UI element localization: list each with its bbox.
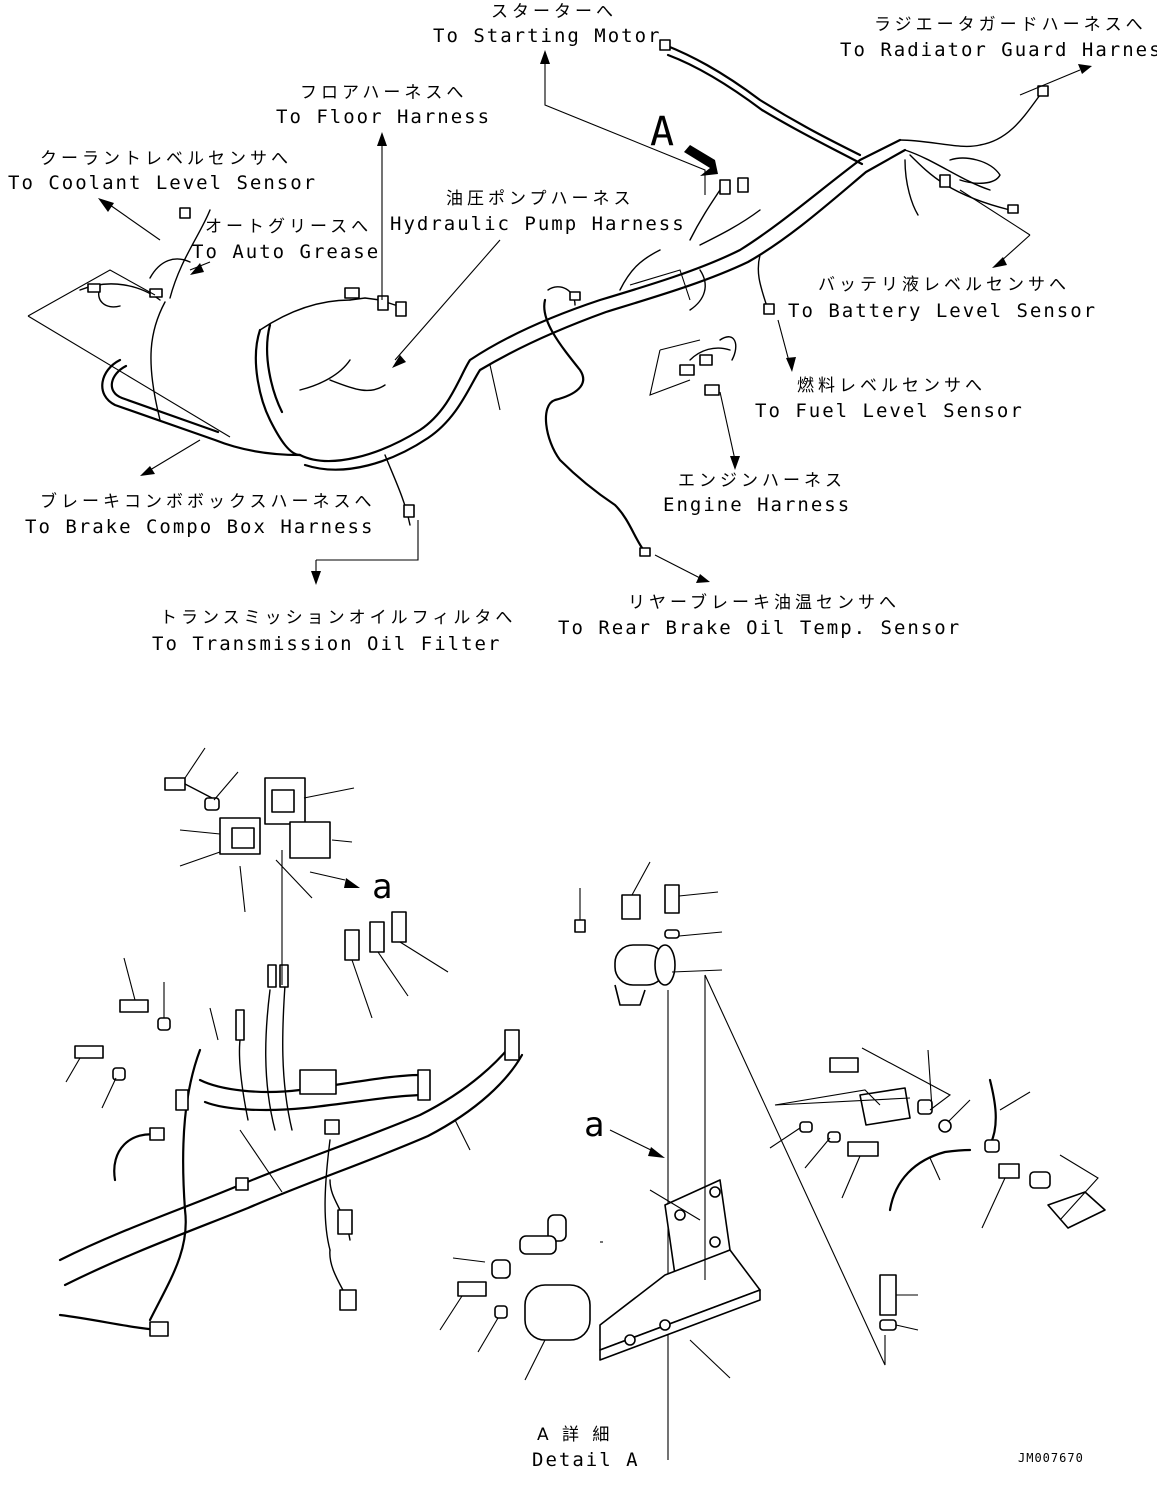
engine-harness-jp: エンジンハーネス xyxy=(678,471,846,491)
rear-brake-en: To Rear Brake Oil Temp. Sensor xyxy=(558,617,961,639)
starting-motor-jp: スターターへ xyxy=(491,2,617,22)
brake-combo-jp: ブレーキコンボボックスハーネスへ xyxy=(40,491,376,512)
floor-harness-en: To Floor Harness xyxy=(276,106,491,128)
hydraulic-pump-en: Hydraulic Pump Harness xyxy=(390,213,686,235)
arrow-heads xyxy=(98,50,1092,585)
text-labels: スターターへ To Starting Motor ラジエータガードハーネスへ T… xyxy=(8,2,1157,1471)
radiator-guard-jp: ラジエータガードハーネスへ xyxy=(874,15,1147,35)
transmission-oil-en: To Transmission Oil Filter xyxy=(152,633,501,655)
main-harness xyxy=(79,43,1041,554)
hydraulic-pump-jp: 油圧ポンプハーネス xyxy=(446,189,635,209)
starting-motor-en: To Starting Motor xyxy=(433,25,661,47)
battery-level-en: To Battery Level Sensor xyxy=(788,300,1097,322)
detail-title-en: Detail A xyxy=(532,1449,640,1471)
rear-brake-jp: リヤーブレーキ油温センサへ xyxy=(628,592,900,613)
battery-level-jp: バッテリ液レベルセンサへ xyxy=(818,275,1070,295)
detail-left-harness xyxy=(58,964,524,1337)
coolant-level-jp: クーラントレベルセンサへ xyxy=(40,149,292,169)
sub-view-a-marker: a xyxy=(372,867,392,907)
floor-harness-jp: フロアハーネスへ xyxy=(300,83,467,103)
top-leaders xyxy=(27,62,1081,579)
detail-left-parts xyxy=(65,747,471,1193)
auto-grease-jp: オートグリースへ xyxy=(205,217,372,237)
connectors xyxy=(87,39,1049,557)
fuel-level-en: To Fuel Level Sensor xyxy=(755,400,1024,422)
detail-title-jp: A 詳 細 xyxy=(537,1425,613,1445)
engine-harness-en: Engine Harness xyxy=(663,494,851,516)
transmission-oil-jp: トランスミッションオイルフィルタへ xyxy=(160,608,516,628)
coolant-level-en: To Coolant Level Sensor xyxy=(8,172,317,194)
fuel-level-jp: 燃料レベルセンサへ xyxy=(797,376,986,396)
radiator-guard-en: To Radiator Guard Harness xyxy=(840,39,1157,61)
auto-grease-en: To Auto Grease xyxy=(192,241,380,263)
brake-combo-en: To Brake Compo Box Harness xyxy=(25,516,374,538)
detail-a-assembly xyxy=(439,861,1106,1460)
drawing-ref-number: JM007670 xyxy=(1018,1451,1084,1465)
sub-view-a-marker-2: a xyxy=(584,1105,604,1145)
detail-marker-a: A xyxy=(650,109,674,155)
